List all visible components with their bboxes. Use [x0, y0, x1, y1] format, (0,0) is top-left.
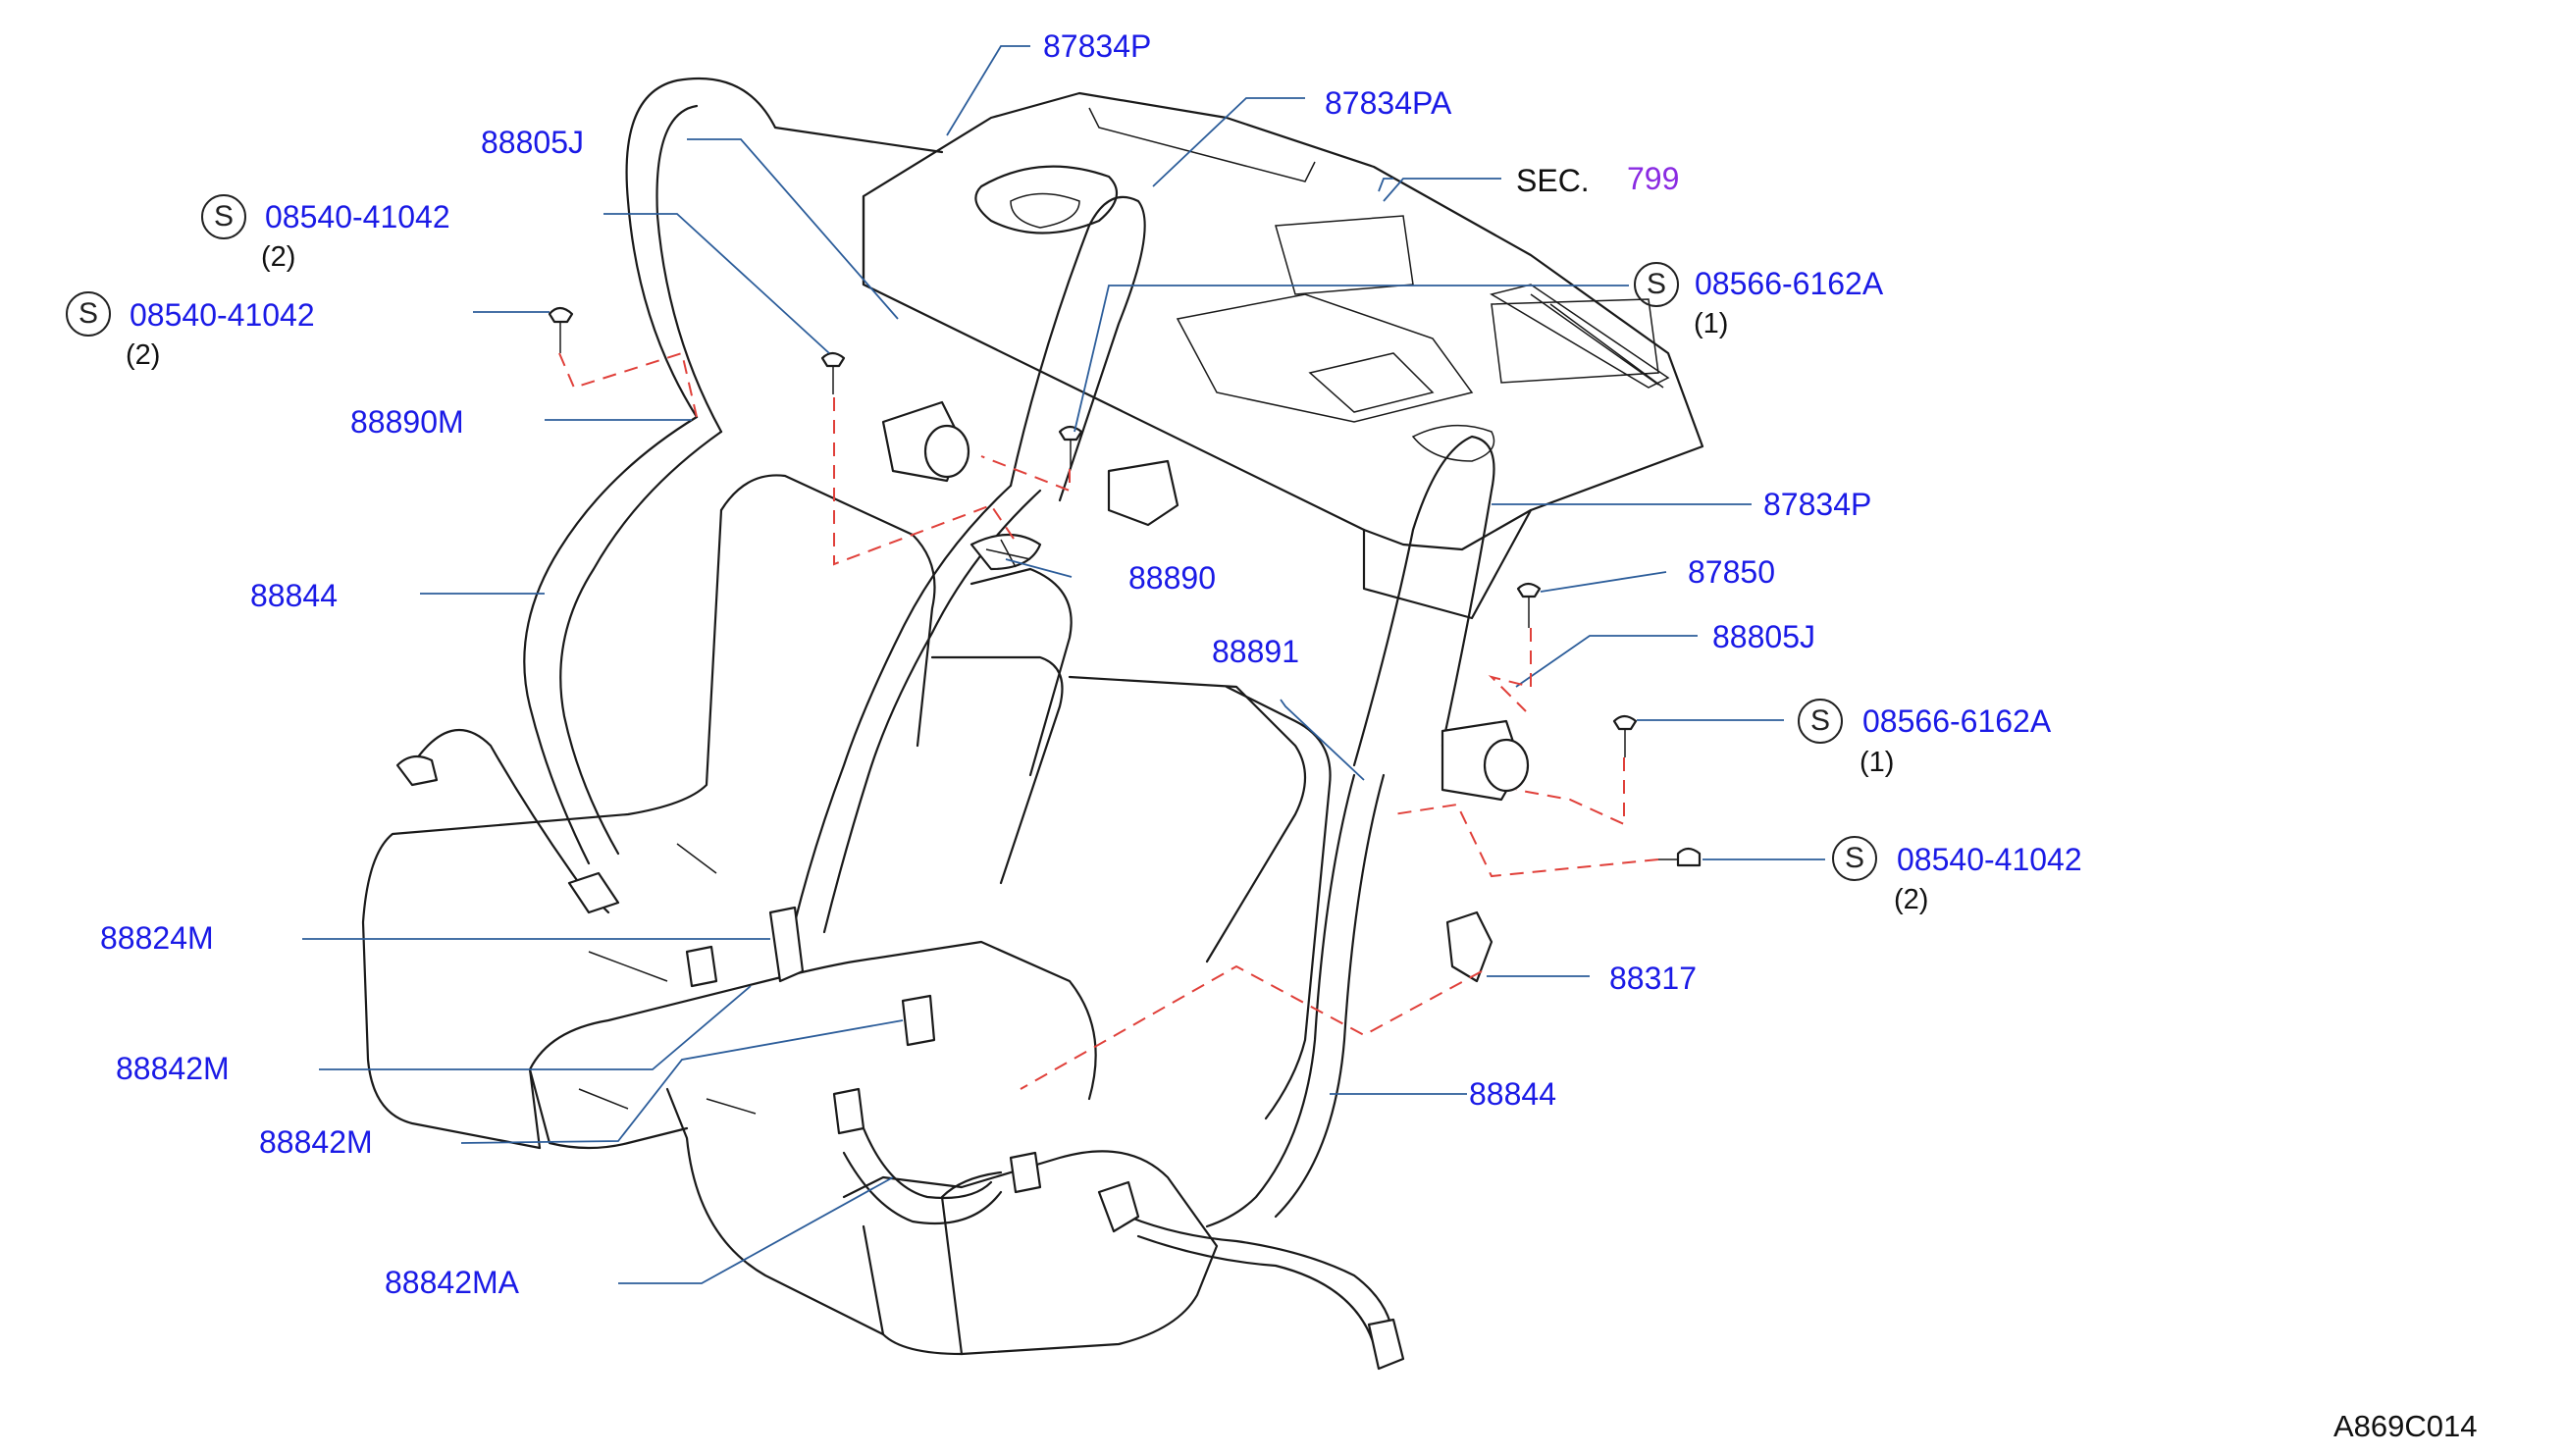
part-label-88890M: 88890M [350, 404, 464, 440]
diagram-code: A869C014 [2333, 1409, 2478, 1443]
part-label-88317: 88317 [1609, 961, 1697, 996]
standard-part-number-2: 08540-41042 [130, 297, 315, 333]
part-label-87834P-top: 87834P [1043, 28, 1152, 64]
part-label-88890: 88890 [1128, 560, 1216, 596]
part-label-88805J-left: 88805J [481, 125, 584, 160]
standard-part-qty-1: (2) [261, 241, 296, 273]
standard-part-qty-4: (1) [1860, 747, 1895, 778]
parcel-shelf [862, 91, 1704, 620]
part-label-88805J-right: 88805J [1712, 619, 1815, 654]
section-reference-prefix: SEC. [1516, 163, 1590, 198]
standard-part-qty-5: (2) [1894, 884, 1929, 915]
part-label-88842M-b: 88842M [259, 1124, 373, 1160]
leader-lines [302, 45, 1825, 1284]
standard-part-number-3: 08566-6162A [1695, 266, 1884, 301]
part-label-88891: 88891 [1212, 634, 1299, 669]
standard-part-symbol-3: S [1634, 262, 1679, 307]
standard-part-number-4: 08566-6162A [1862, 703, 2052, 739]
standard-part-symbol-4: S [1798, 699, 1843, 744]
seat-belts [410, 77, 1495, 1346]
dashed-links [558, 351, 1659, 1090]
standard-part-symbol-2: S [66, 291, 111, 337]
part-label-87850: 87850 [1688, 554, 1775, 590]
standard-part-number-5: 08540-41042 [1897, 842, 2082, 877]
standard-part-qty-3: (1) [1694, 308, 1729, 339]
bolts [548, 306, 1702, 867]
standard-part-qty-2: (2) [126, 339, 161, 371]
part-label-88824M: 88824M [100, 920, 214, 956]
rear-seat [361, 474, 1332, 1356]
standard-part-symbol-5: S [1832, 836, 1877, 881]
standard-part-symbol-1: S [201, 194, 246, 239]
part-label-88844-left: 88844 [250, 578, 338, 613]
standard-part-number-1: 08540-41042 [265, 199, 450, 234]
section-reference-number[interactable]: 799 [1627, 161, 1680, 196]
part-label-88842M-a: 88842M [116, 1051, 230, 1086]
part-label-88842MA: 88842MA [385, 1265, 519, 1300]
retractors-and-hardware [395, 400, 1530, 1371]
part-label-87834P-right: 87834P [1763, 487, 1872, 522]
part-label-88844-right: 88844 [1469, 1076, 1556, 1112]
part-label-87834PA: 87834PA [1325, 85, 1452, 121]
